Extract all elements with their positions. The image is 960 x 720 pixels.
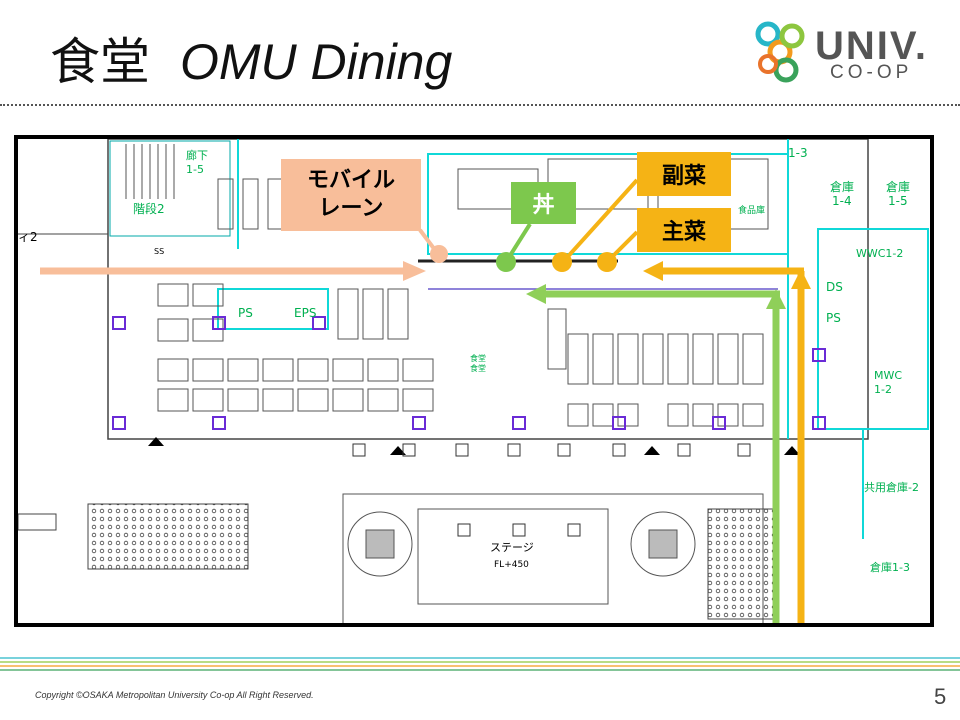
footer-lines <box>0 657 960 671</box>
univ-coop-logo <box>755 21 805 83</box>
ds-label: DS <box>826 280 843 294</box>
ss-label: SS <box>154 247 164 256</box>
room-1-3-label: 1-3 <box>788 146 808 160</box>
callout-shusai: 主菜 <box>637 208 731 252</box>
title-divider <box>0 104 960 106</box>
page-number: 5 <box>934 684 947 709</box>
eps-label: EPS <box>294 306 316 320</box>
page-title: 食堂 OMU Dining <box>50 22 452 94</box>
storage-1-5-number: 1-5 <box>888 194 908 208</box>
logo-univ-text: UNIV. <box>815 24 929 68</box>
callout-shusai-text: 主菜 <box>661 220 706 245</box>
title-jp: 食堂 <box>50 33 150 91</box>
callout-fukusai: 副菜 <box>637 152 731 196</box>
corridor-number: 1-5 <box>186 163 204 176</box>
floor-plan: 階段2 廊下 1-5 ィ2 SS <box>14 135 934 627</box>
copyright-text: Copyright ©OSAKA Metropolitan University… <box>35 690 314 700</box>
storage-1-5-label: 倉庫 <box>886 179 910 194</box>
corridor-label: 廊下 <box>186 148 208 162</box>
callout-fukusai-text: 副菜 <box>661 164 706 189</box>
stage-floor-level: FL+450 <box>494 560 529 570</box>
callout-don: 丼 <box>511 182 576 224</box>
storage-1-4-label: 倉庫 <box>830 179 854 194</box>
stage-label: ステージ <box>490 541 534 554</box>
storage-1-4-number: 1-4 <box>832 194 852 208</box>
food-storage-label: 食品庫 <box>738 204 765 216</box>
mwc-number: 1-2 <box>874 383 892 396</box>
callout-don-text: 丼 <box>532 193 555 218</box>
mwc-label: MWC <box>874 369 902 382</box>
wwc-label: WWC1-2 <box>856 247 903 260</box>
counter-sub-label: 食堂 <box>470 363 486 373</box>
logo-coop-text: CO-OP <box>830 62 913 83</box>
storage-1-3-label: 倉庫1-3 <box>870 560 910 574</box>
shared-storage-label: 共用倉庫-2 <box>864 480 919 494</box>
callout-mobile-lane: モバイル レーン <box>281 159 421 231</box>
ps-label-left: PS <box>238 306 253 320</box>
title-en: OMU Dining <box>180 34 453 90</box>
callout-mobile-lane-text: モバイル レーン <box>306 168 395 221</box>
ps-label-right: PS <box>826 311 841 325</box>
counter-label: 食堂 <box>470 353 486 363</box>
ti2-label: ィ2 <box>18 230 38 244</box>
floor-plan-drawing: 階段2 廊下 1-5 ィ2 SS <box>18 139 929 623</box>
stairs-label: 階段2 <box>133 201 165 216</box>
